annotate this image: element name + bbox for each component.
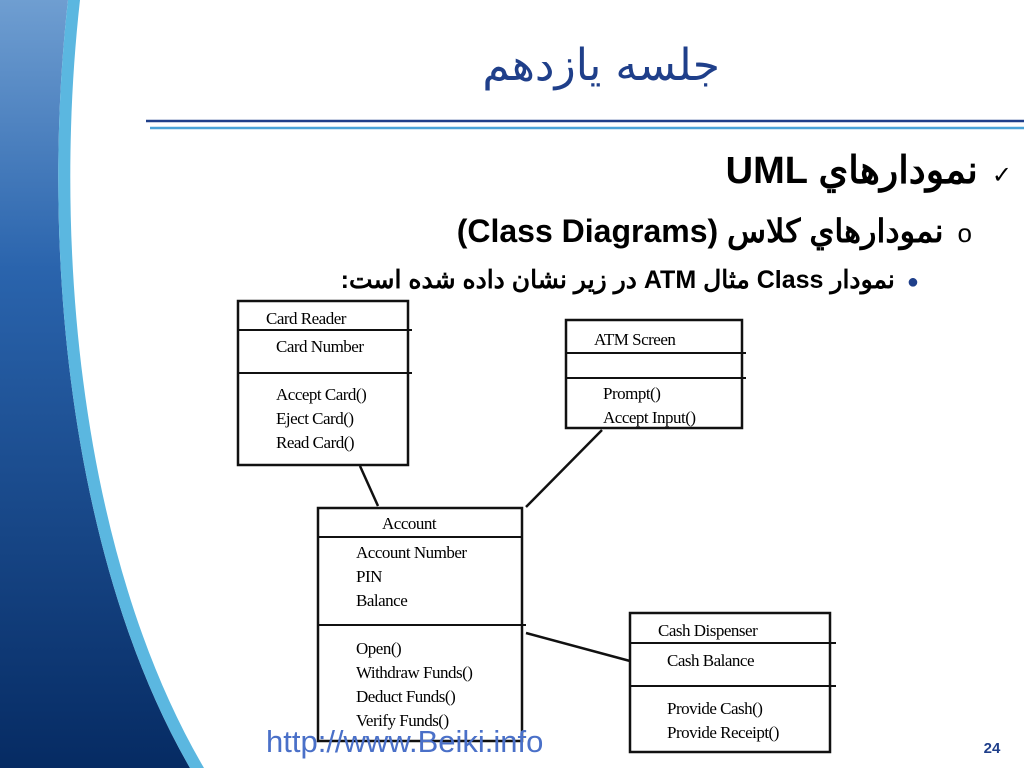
bullet-text: نمودارهاي UML [725, 150, 978, 192]
bullet-text: نمودار Class مثال ATM در زير نشان داده ش… [340, 266, 895, 294]
operation: Deduct Funds() [356, 687, 455, 706]
bullet-uml-diagrams: ✓ نمودارهاي UML [726, 148, 1012, 193]
operation: Provide Cash() [667, 699, 762, 718]
class-name: Account [382, 514, 437, 533]
association-account-cashdispenser [525, 631, 631, 663]
class-name: Cash Dispenser [658, 621, 758, 640]
class-atm-screen: ATM Screen Prompt() Accept Input() [564, 318, 746, 430]
dot-bullet-icon: ● [906, 271, 919, 293]
class-card-reader: Card Reader Card Number Accept Card() Ej… [236, 299, 412, 467]
attribute: Cash Balance [667, 651, 754, 670]
bullet-class-diagrams: o نمودارهاي كلاس (Class Diagrams) [457, 212, 972, 250]
operation: Verify Funds() [356, 711, 449, 730]
left-blue-band [0, 0, 190, 768]
bullet-text: نمودارهاي كلاس (Class Diagrams) [456, 213, 944, 249]
association-atmscreen-account [525, 429, 603, 508]
watermark-link[interactable]: http://www.Beiki.info [266, 724, 544, 759]
operation: Read Card() [276, 433, 354, 452]
attribute: Card Number [276, 337, 364, 356]
left-light-stripe [58, 0, 204, 768]
association-cardreader-account [358, 465, 380, 507]
page-number: 24 [983, 740, 1001, 757]
operation: Open() [356, 639, 401, 658]
class-name: Card Reader [266, 309, 347, 328]
operation: Eject Card() [276, 409, 354, 428]
operation: Provide Receipt() [667, 723, 779, 742]
class-account: Account Account Number PIN Balance Open(… [316, 506, 526, 743]
bullet-atm-example: ● نمودار Class مثال ATM در زير نشان داده … [341, 265, 919, 295]
attribute: PIN [356, 567, 382, 586]
operation: Accept Card() [276, 385, 366, 404]
operation: Accept Input() [603, 408, 696, 427]
operation: Withdraw Funds() [356, 663, 472, 682]
circle-bullet-icon: o [957, 218, 972, 248]
slide-title: جلسه يازدهم [482, 40, 720, 91]
attribute: Balance [356, 591, 407, 610]
operation: Prompt() [603, 384, 660, 403]
attribute: Account Number [356, 543, 467, 562]
checkmark-icon: ✓ [991, 161, 1012, 189]
class-cash-dispenser: Cash Dispenser Cash Balance Provide Cash… [628, 611, 836, 754]
class-name: ATM Screen [594, 330, 676, 349]
